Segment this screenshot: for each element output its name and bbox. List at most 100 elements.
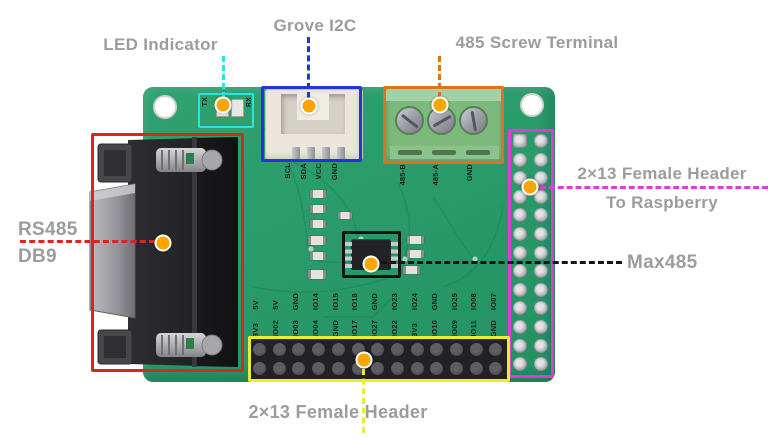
silkscreen-cell: SCL [280,163,296,193]
terminal-wire-slot [398,150,422,155]
solder-pad [534,357,548,372]
silkscreen-pin-label: IO25 [449,292,459,310]
header-hole [489,362,503,375]
right-header-leader-line [540,186,768,189]
header-hole [272,343,286,356]
solder-pad [534,134,548,148]
silkscreen-cell: IO25 [444,282,464,310]
header-hole [450,362,463,375]
db9-body [128,137,238,367]
smd-resistor [308,236,326,245]
smd-resistor [407,250,424,258]
terminal-screw [459,106,488,135]
terminal-wire-slot [432,150,456,155]
header-hole [489,343,503,356]
silkscreen-cell: GND [327,163,343,193]
silkscreen-pin-label: GND [329,163,339,181]
silkscreen-cell: 3V3 [405,310,425,337]
silkscreen-pin-label: IO24 [409,292,419,310]
silkscreen-cell: GND [484,310,504,337]
solder-pad [513,264,527,279]
solder-pad [534,189,548,204]
silkscreen-pin-label: GND [489,319,499,337]
silkscreen-cell: GND [365,282,385,310]
max485-marker-dot [362,255,380,273]
grove-outline-box [261,86,362,162]
solder-pad [513,320,527,334]
solder-pad [534,301,548,316]
header-hole [390,343,404,356]
terminal-leader-line [438,56,441,98]
terminal-screw [395,106,424,135]
db9-label-line1: RS485 [18,219,78,240]
silkscreen-pin-label: IO07 [489,292,499,310]
silkscreen-pin-label: IO15 [330,292,340,310]
silkscreen-pin-label: IO03 [290,319,300,337]
led-marker-dot [214,96,232,114]
led-outline-box [198,93,254,128]
silkscreen-cell: IO24 [405,282,425,310]
silkscreen-pin-label: IO09 [449,319,459,337]
silkscreen-pin-label: SDA [298,163,308,180]
silkscreen-pin-label: 3V3 [251,323,261,337]
smd-resistor [310,205,326,213]
grove-pin [292,147,300,162]
solder-pad [534,152,548,167]
silkscreen-cell: 485-A [419,164,452,196]
silkscreen-pin-label: 3V3 [409,323,419,337]
screw-terminal-top [386,89,503,101]
solder-pad [534,171,548,186]
header-hole [253,362,266,375]
chip-pins-right [391,242,400,269]
right-header-marker-dot [521,178,539,196]
db9-jack-screw-top [156,148,223,172]
silkscreen-pin-label: GND [370,292,380,310]
silkscreen-pin-label: 5V [251,300,261,310]
solder-pad [534,208,548,223]
mounting-hole-right [520,93,544,117]
solder-pad [513,245,527,260]
header-hole [410,362,424,375]
grove-leader-line [307,37,310,98]
terminal-label: 485 Screw Terminal [455,33,619,52]
right-header [513,134,553,376]
silkscreen-cell: GND [325,310,345,337]
terminal-outline-box [383,86,504,164]
header-hole [430,362,444,375]
header-hole [272,362,286,375]
grove-marker-dot [300,97,318,115]
bottom-header-outline-box [248,336,510,382]
smd-resistor [310,190,326,198]
silkscreen-cell: GND [425,282,445,310]
silkscreen-cell: IO07 [484,282,504,310]
header-hole [292,362,306,375]
terminal-marker-dot [431,96,449,114]
max485-label: Max485 [627,252,698,273]
header-hole [331,362,345,375]
solder-pad [513,227,527,241]
led-leader-line [222,56,225,98]
db9-marker-dot [154,234,172,252]
silkscreen-pin-label: IO22 [390,319,400,337]
db9-outline-box [91,133,244,372]
grove-label: Grove I2C [273,16,357,35]
solder-pad [534,338,548,353]
silkscreen-pin-label: IO23 [390,292,400,310]
header-hole [331,343,345,356]
silkscreen-pin-label: GND [290,292,300,310]
right-header-label-line1: 2×13 Female Header [577,164,747,183]
silkscreen-cell: IO22 [385,310,405,337]
max485-outline-box [342,231,401,278]
max485-leader-line [381,261,622,264]
smd-resistor [407,236,424,244]
header-hole [312,362,326,375]
silkscreen-pin-label: GND [330,319,340,337]
silkscreen-pin-label: IO27 [370,319,380,337]
header-hole [469,343,483,356]
led-label: LED Indicator [103,35,218,54]
silkscreen-cell: 485-B [386,164,419,196]
right-header-outline-box [508,129,554,378]
